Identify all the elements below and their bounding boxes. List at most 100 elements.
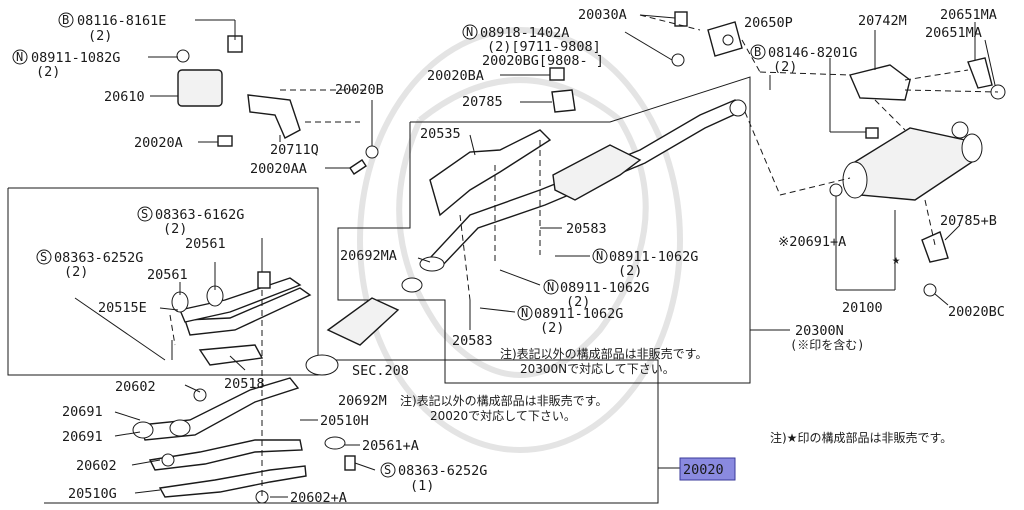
hanger-20785b	[921, 231, 949, 263]
svg-text:S: S	[141, 207, 148, 221]
svg-text:(2): (2)	[566, 294, 590, 310]
svg-text:(2): (2)	[88, 28, 112, 44]
label-20691-a: ※20691+A	[778, 234, 846, 250]
label-20692m: 20692M	[338, 393, 387, 409]
label-20020: 20020	[683, 462, 724, 478]
center-muffler	[552, 144, 642, 201]
note-20020-line2: 20020で対応して下さい。	[430, 409, 576, 423]
label-20020bg: 20020BG[9808- ]	[482, 53, 604, 69]
svg-text:(2): (2)	[773, 59, 797, 75]
label-20610: 20610	[104, 89, 145, 105]
heat-insulator-20535	[429, 129, 552, 217]
svg-text:(2): (2)	[163, 221, 187, 237]
label-08116-8161e: 08116-8161E	[77, 13, 166, 29]
svg-text:(2): (2)	[540, 320, 564, 336]
bracket-20711q	[247, 94, 301, 139]
label-20711q: 20711Q	[270, 142, 319, 158]
label-08363-6252g-1: 08363-6252G	[54, 250, 143, 266]
label-20651ma-2: 20651MA	[925, 25, 982, 41]
label-08363-6252g-2: 08363-6252G	[398, 463, 487, 479]
hanger-parts: ★	[549, 11, 1006, 297]
label-08918-1402a: 08918-1402A	[480, 25, 569, 41]
label-sec208: SEC.208	[352, 363, 409, 379]
label-20518: 20518	[224, 376, 265, 392]
star-mark: ★	[892, 252, 900, 268]
svg-text:(※印を含む): (※印を含む)	[790, 337, 864, 352]
box-20300n	[337, 76, 751, 384]
label-20510g: 20510G	[68, 486, 117, 502]
svg-text:(2): (2)	[64, 264, 88, 280]
note-20020-line1: 注)表記以外の構成部品は非販売です。	[400, 393, 607, 408]
note-star: 注)★印の構成部品は非販売です。	[770, 430, 952, 445]
prefix-marks: B N N B S S N N N S	[12, 12, 766, 478]
bracket-20742m	[849, 64, 911, 101]
insulator-20518	[198, 344, 264, 366]
label-08363-6162g: 08363-6162G	[155, 207, 244, 223]
box-20020	[44, 359, 659, 504]
mount-20610	[177, 69, 223, 107]
label-20030a: 20030A	[578, 7, 627, 23]
label-20020a: 20020A	[134, 135, 183, 151]
label-20692ma: 20692MA	[340, 248, 397, 264]
svg-text:N: N	[466, 25, 473, 39]
label-20691-1: 20691	[62, 404, 103, 420]
label-08146-8201g: 08146-8201G	[768, 45, 857, 61]
label-20691-2: 20691	[62, 429, 103, 445]
notes: 注)表記以外の構成部品は非販売です。 20300Nで対応して下さい。 注)表記以…	[400, 346, 952, 445]
gasket-20692m	[305, 354, 339, 376]
label-20561-a: 20561+A	[362, 438, 419, 454]
label-20650p: 20650P	[744, 15, 793, 31]
svg-text:N: N	[16, 50, 23, 64]
label-20020bc: 20020BC	[948, 304, 1005, 320]
label-20535: 20535	[420, 126, 461, 142]
svg-text:(2)[9711-9808]: (2)[9711-9808]	[487, 39, 601, 55]
label-20602-1: 20602	[115, 379, 156, 395]
label-20651ma-1: 20651MA	[940, 7, 997, 23]
note-20300n-line1: 注)表記以外の構成部品は非販売です。	[500, 346, 707, 361]
label-20020aa: 20020AA	[250, 161, 307, 177]
svg-text:N: N	[521, 306, 528, 320]
bracket-20785	[551, 89, 576, 113]
svg-text:(2): (2)	[36, 64, 60, 80]
heat-insulator-sec208	[305, 277, 423, 376]
center-pipe-assembly	[419, 99, 747, 272]
highlight-20020[interactable]: 20020	[679, 457, 736, 481]
label-20510h: 20510H	[320, 413, 369, 429]
watermark	[357, 27, 683, 453]
front-brackets	[176, 35, 379, 175]
label-20583-1: 20583	[566, 221, 607, 237]
front-tube-assembly	[132, 271, 356, 504]
label-20785-b: 20785+B	[940, 213, 997, 229]
label-08911-1062g-3: 08911-1062G	[534, 306, 623, 322]
label-20583-2: 20583	[452, 333, 493, 349]
label-20020b: 20020B	[335, 82, 384, 98]
note-20300n-line2: 20300Nで対応して下さい。	[520, 362, 675, 376]
label-20742m: 20742M	[858, 13, 907, 29]
rear-muffler	[842, 121, 983, 201]
label-08911-1062g-2: 08911-1062G	[560, 280, 649, 296]
svg-text:N: N	[547, 280, 554, 294]
svg-text:(2): (2)	[618, 263, 642, 279]
label-08911-1062g-1: 08911-1062G	[609, 249, 698, 265]
svg-text:B: B	[62, 13, 69, 27]
label-08911-1082g: 08911-1082G	[31, 50, 120, 66]
label-20561-1: 20561	[185, 236, 226, 252]
part-labels: 08116-8161E (2) 08911-1082G (2) 20610 20…	[31, 7, 1005, 506]
label-20602-a: 20602+A	[290, 490, 347, 506]
label-20785: 20785	[462, 94, 503, 110]
svg-text:(1): (1)	[410, 478, 434, 494]
label-20561-2: 20561	[147, 267, 188, 283]
gasket-20692ma	[401, 277, 423, 293]
svg-text:B: B	[754, 45, 761, 59]
label-20100: 20100	[842, 300, 883, 316]
label-20300n: 20300N	[795, 323, 844, 339]
label-20515e: 20515E	[98, 300, 147, 316]
svg-text:N: N	[596, 249, 603, 263]
svg-text:S: S	[40, 250, 47, 264]
label-20020ba: 20020BA	[427, 68, 484, 84]
svg-text:S: S	[384, 463, 391, 477]
leader-lines	[74, 14, 999, 498]
label-20602-2: 20602	[76, 458, 117, 474]
flange	[419, 256, 445, 272]
